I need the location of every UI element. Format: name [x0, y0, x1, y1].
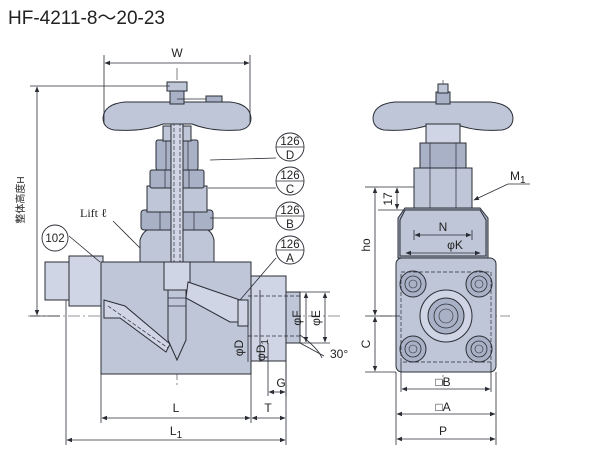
callout-letter: B [286, 219, 294, 231]
drawing-title: HF-4211-8～20-23 [8, 8, 165, 29]
dim-m1: M1 [510, 169, 526, 186]
bolt-top-left [399, 270, 427, 298]
dim-angle: 30° [330, 347, 348, 361]
front-view: Lift ℓ [28, 68, 342, 385]
dim-p: P [439, 424, 447, 438]
dim-phi-f: φF [290, 310, 304, 325]
callout-letter: A [286, 253, 294, 265]
callout-letter: C [286, 184, 294, 196]
callout-number: 126 [280, 205, 299, 217]
dim-phi-k: φK [447, 238, 463, 252]
dim-square-a: □A [435, 400, 450, 414]
left-port-stub [44, 261, 70, 301]
dim-square-b: □B [435, 375, 450, 389]
dim-phi-d: φD [232, 339, 246, 356]
callout-126-c: 126 C [275, 166, 305, 196]
dim-phi-e: φE [309, 310, 323, 326]
callout-number: 126 [280, 239, 299, 251]
dim-c: C [359, 339, 373, 348]
dim-overall-height: 整体高度H [14, 176, 27, 223]
callout-126-a: 126 A [275, 235, 305, 265]
dim-w: W [171, 46, 183, 60]
handwheel [102, 101, 252, 131]
bolt-bottom-left [399, 335, 427, 363]
dim-phi-d1: φD1 [254, 339, 271, 361]
front-dimensions: W 整体高度H L T L1 G φD φD1 φF [14, 46, 348, 445]
dim-l1: L1 [170, 424, 183, 441]
callout-number: 102 [45, 233, 64, 245]
lift-label: Lift ℓ [80, 206, 107, 220]
dim-l: L [173, 401, 180, 415]
callout-number: 126 [280, 136, 299, 148]
callout-126-b: 126 B [275, 201, 305, 231]
center-port [419, 289, 473, 343]
handwheel-side [372, 101, 514, 131]
dim-n: N [439, 220, 448, 234]
callout-102: 102 [41, 224, 69, 252]
side-dimensions: M1 17 ho C N φK □B □A P [359, 169, 530, 445]
callout-number: 126 [280, 170, 299, 182]
dim-ho: ho [359, 238, 373, 252]
dim-g: G [276, 376, 285, 390]
bolt-top-right [465, 270, 493, 298]
dim-17: 17 [381, 192, 395, 206]
callout-letter: D [286, 150, 294, 162]
bolt-bottom-right [465, 335, 493, 363]
dim-t: T [264, 401, 272, 415]
callout-126-d: 126 D [275, 132, 305, 162]
